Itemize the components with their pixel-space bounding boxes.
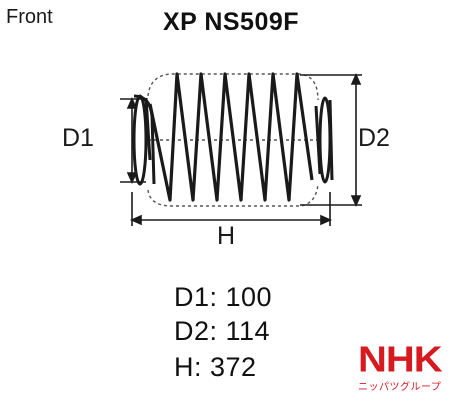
spec-h: H: 372 [174, 352, 257, 382]
nhk-logo-text: NHK [358, 340, 443, 380]
spring-end-right [314, 96, 334, 184]
spec-d1: D1: 100 [174, 282, 273, 312]
spring-coils [148, 72, 314, 202]
position-label: Front [6, 6, 53, 28]
nhk-logo-subtext: ニッパツグループ [358, 382, 442, 393]
d1-label: D1 [62, 124, 94, 152]
h-dimension [130, 192, 332, 226]
spring-diagram [120, 72, 362, 226]
spec-d2: D2: 114 [174, 316, 271, 346]
h-label: H [217, 222, 236, 250]
d2-dimension [300, 73, 362, 207]
spring-end-left [132, 94, 156, 186]
part-number-title: XP NS509F [162, 8, 300, 36]
d2-label: D2 [358, 124, 390, 152]
d1-dimension [120, 97, 146, 184]
nhk-logo: NHK ニッパツグループ [358, 342, 456, 393]
